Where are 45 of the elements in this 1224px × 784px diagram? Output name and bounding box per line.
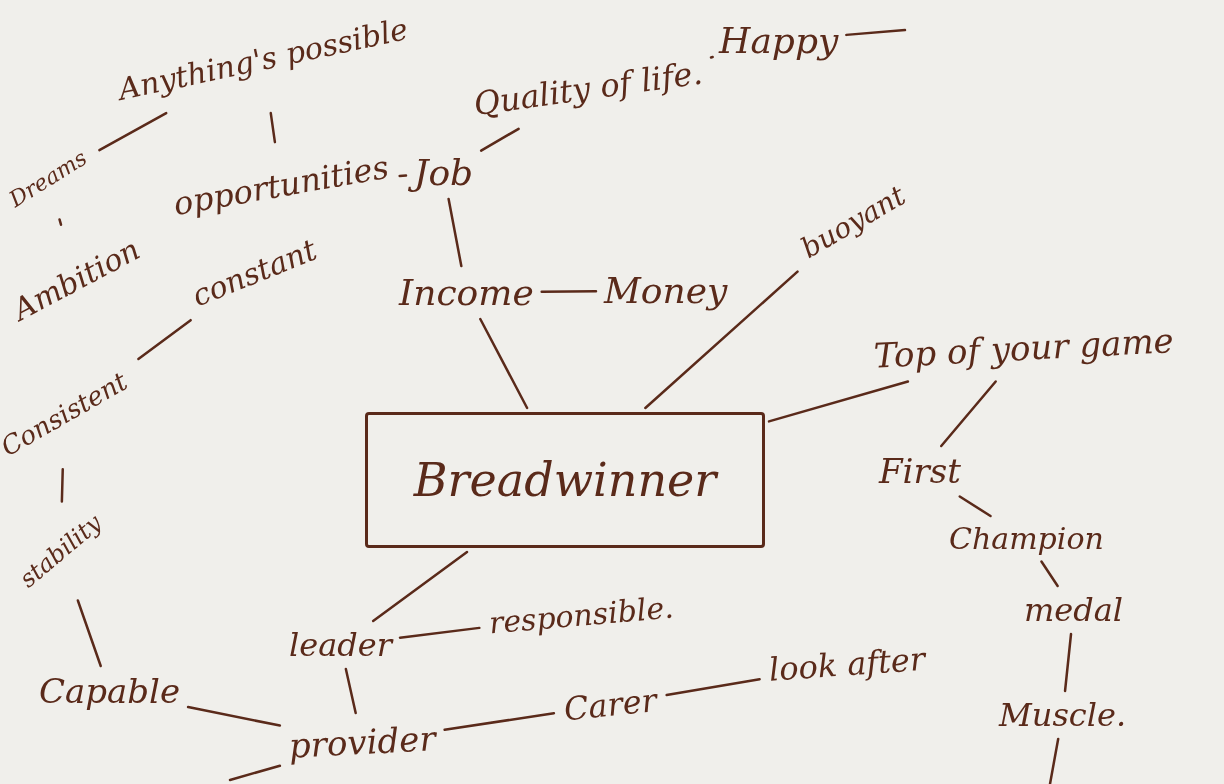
- mind-map-word: Muscle.: [995, 695, 1131, 735]
- connector-line: [479, 127, 520, 152]
- connector-line: [398, 626, 481, 639]
- mind-map-word: Money: [600, 268, 732, 313]
- central-topic: Breadwinner: [413, 457, 717, 503]
- connector-line: [269, 111, 277, 144]
- connector-line: [940, 380, 997, 448]
- mind-map-word: provider: [283, 716, 441, 768]
- mind-map-word: Top of your game: [868, 318, 1179, 378]
- connector-line: [371, 550, 469, 623]
- connector-line: [709, 55, 714, 59]
- connector-line: [58, 218, 63, 226]
- connector-line: [665, 677, 761, 697]
- connector-line: [644, 270, 799, 410]
- central-box: [365, 412, 765, 548]
- connector-line: [1040, 560, 1059, 588]
- mind-map-word: Job: [410, 150, 478, 195]
- connector-line: [540, 289, 598, 293]
- connector-line: [1063, 632, 1073, 693]
- mind-map-word: Happy: [715, 18, 843, 63]
- connector-line: [443, 712, 556, 731]
- connector-line: [344, 667, 357, 715]
- connector-line: [958, 495, 992, 518]
- connector-line: [228, 764, 282, 782]
- connector-line: [98, 111, 168, 152]
- connector-line: [447, 197, 463, 268]
- mind-map-word: Champion: [945, 520, 1108, 558]
- mind-map-word: responsible.: [483, 588, 680, 643]
- mind-map-word: look after: [763, 638, 931, 690]
- connector-line: [137, 318, 192, 361]
- connector-line: [845, 28, 907, 37]
- mind-map-word: Quality of life.: [467, 52, 709, 125]
- connector-line: [186, 705, 282, 727]
- connector-line: [398, 174, 408, 178]
- mind-map-word: medal: [1020, 590, 1128, 630]
- mind-map-word: Income: [395, 270, 538, 315]
- mind-map-word: Carer: [557, 679, 663, 730]
- connector-line: [76, 599, 102, 668]
- mind-map-word: leader: [285, 625, 396, 665]
- connector-line: [767, 380, 910, 423]
- mind-map-word: First: [875, 450, 965, 493]
- connector-line: [479, 317, 529, 410]
- connector-line: [60, 468, 64, 503]
- mind-map-word: Capable: [35, 670, 185, 713]
- connector-line: [1048, 737, 1060, 784]
